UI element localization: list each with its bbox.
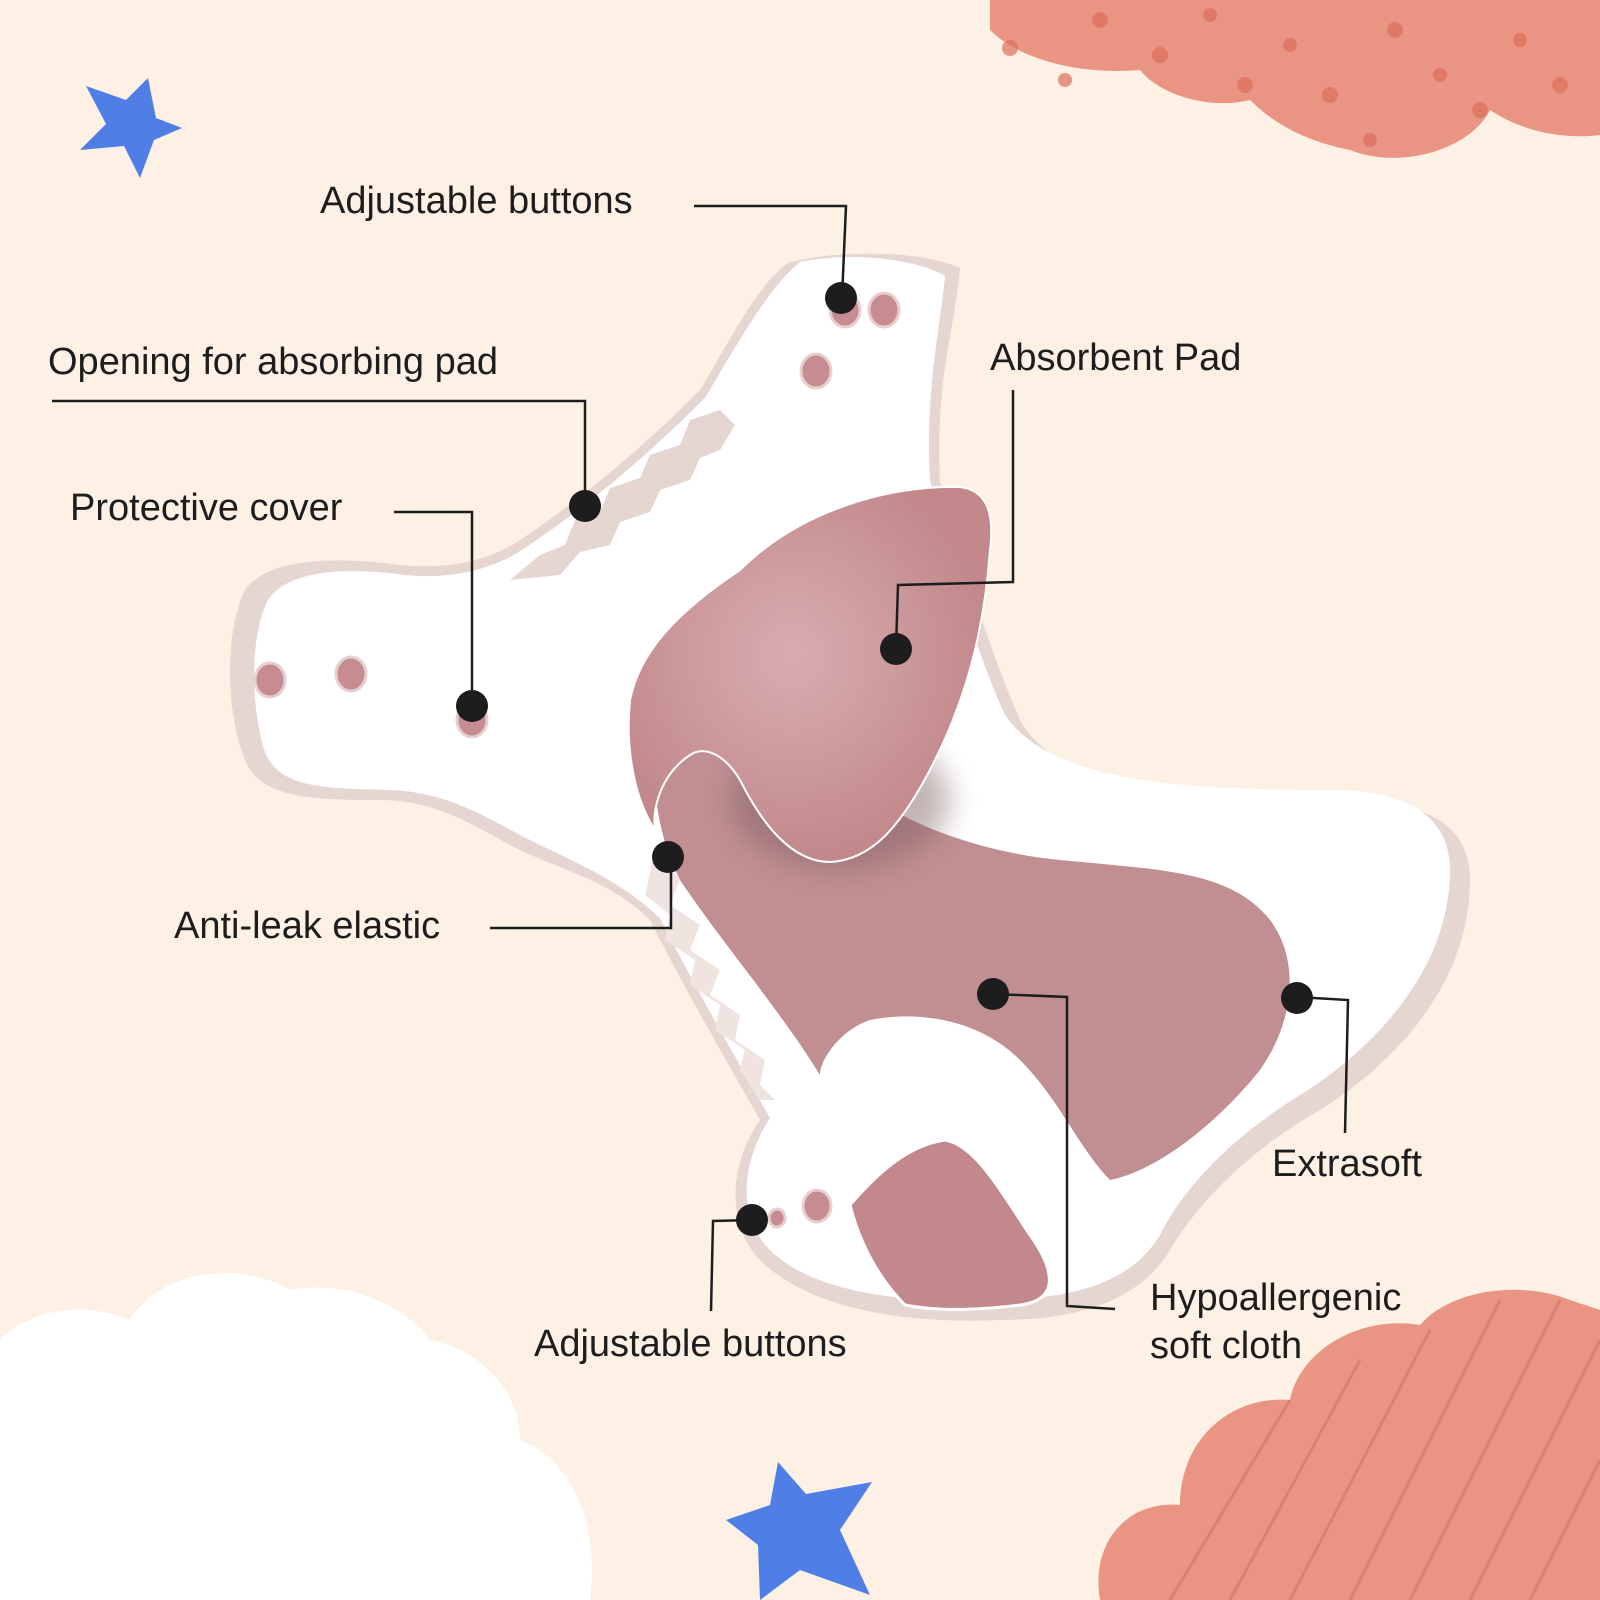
cloud-bottom-right <box>1098 1289 1600 1600</box>
label-hypoallergenic-soft-cloth: Hypoallergenic soft cloth <box>1150 1274 1401 1370</box>
label-anti-leak-elastic: Anti-leak elastic <box>174 905 441 947</box>
cloud-top-right <box>990 0 1600 158</box>
opening-elastic <box>510 410 735 580</box>
callout-dot-icon[interactable] <box>825 282 857 314</box>
label-extrasoft: Extrasoft <box>1272 1143 1422 1185</box>
callout-dot-icon[interactable] <box>880 633 912 665</box>
label-hypo-line1: Hypoallergenic <box>1150 1277 1402 1319</box>
callout-dot-icon[interactable] <box>977 978 1009 1010</box>
label-protective-cover: Protective cover <box>70 487 343 529</box>
callout-dot-icon[interactable] <box>569 490 601 522</box>
label-opening-for-pad: Opening for absorbing pad <box>48 341 498 383</box>
absorbent-pad <box>627 485 993 864</box>
star-icon <box>726 1462 872 1600</box>
callout-lines <box>52 204 1350 1312</box>
label-adjustable-buttons-bottom: Adjustable buttons <box>534 1323 847 1365</box>
label-adjustable-buttons-top: Adjustable buttons <box>320 180 633 222</box>
callout-dot-icon[interactable] <box>736 1204 768 1236</box>
diaper-illustration <box>230 253 1470 1321</box>
callout-dot-icon[interactable] <box>456 690 488 722</box>
soft-cloth-tab <box>848 1138 1051 1312</box>
callout-dots <box>456 282 1313 1236</box>
callout-dot-icon[interactable] <box>652 841 684 873</box>
cloud-bottom-left <box>0 1273 592 1600</box>
leg-elastic <box>645 850 775 1100</box>
star-icon <box>80 78 182 178</box>
callout-dot-icon[interactable] <box>1281 982 1313 1014</box>
label-absorbent-pad: Absorbent Pad <box>990 337 1242 379</box>
label-hypo-line2: soft cloth <box>1150 1325 1303 1367</box>
